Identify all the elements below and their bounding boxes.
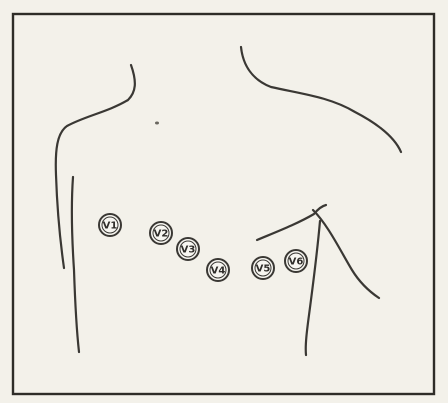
diagram-frame [13,14,434,394]
right-torso-line [306,221,320,355]
electrode-v4: V4 [207,259,229,281]
electrode-label: V1 [103,221,118,232]
electrode-v6: V6 [285,250,307,272]
electrode-label: V5 [256,264,271,275]
ink-speck [155,122,159,125]
electrode-label: V6 [289,257,304,268]
electrode-label: V4 [211,266,226,277]
left-arm-inner-line [72,177,79,352]
electrode-v2: V2 [150,222,172,244]
left-neck-shoulder-line [56,65,135,268]
right-arm-line [313,210,379,298]
electrode-label: V2 [154,229,169,240]
torso-outline [56,47,401,355]
electrode-label: V3 [181,245,196,256]
right-breast-curve [257,205,326,240]
right-neck-shoulder-line [241,47,401,152]
electrode-v3: V3 [177,238,199,260]
electrode-v1: V1 [99,214,121,236]
electrode-v5: V5 [252,257,274,279]
